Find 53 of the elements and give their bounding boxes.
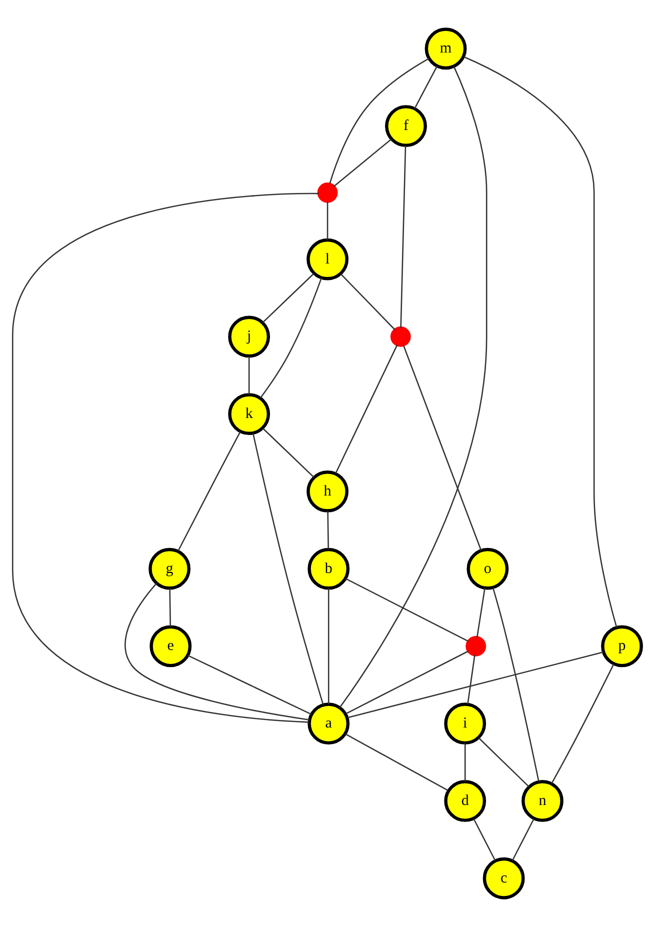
connector xyxy=(345,650,469,714)
node-circle: g xyxy=(148,548,190,590)
connector xyxy=(464,743,466,782)
connector xyxy=(12,192,319,723)
node-circle: c xyxy=(482,857,525,900)
connector xyxy=(327,511,329,550)
connector xyxy=(339,66,488,708)
node-circle: f xyxy=(385,105,427,147)
connector xyxy=(414,66,438,109)
connector xyxy=(467,654,476,704)
connector xyxy=(260,278,322,398)
connector xyxy=(178,431,241,552)
connector xyxy=(340,273,396,330)
node-circle: a xyxy=(308,702,350,745)
connector xyxy=(326,202,328,240)
connector xyxy=(347,651,604,718)
connector xyxy=(169,588,171,627)
connector xyxy=(328,588,330,704)
node-circle: e xyxy=(150,625,192,668)
connector xyxy=(463,56,618,628)
connector xyxy=(400,146,406,328)
connector xyxy=(402,344,482,551)
connector xyxy=(334,138,392,187)
node-circle: p xyxy=(601,625,643,668)
connector xyxy=(476,588,486,638)
connector xyxy=(478,737,530,788)
node-circle: l xyxy=(306,238,348,280)
node-circle: m xyxy=(424,28,467,70)
connector xyxy=(262,428,314,478)
node-circle xyxy=(317,182,338,203)
connector xyxy=(512,818,534,861)
node-circle: o xyxy=(466,548,509,590)
node-circle xyxy=(466,636,486,656)
node-circle xyxy=(390,326,411,347)
connector xyxy=(252,433,324,705)
connector xyxy=(551,664,614,784)
connector xyxy=(345,733,449,792)
node-circle: b xyxy=(308,548,350,590)
connector xyxy=(124,582,310,721)
node-circle: j xyxy=(228,316,270,358)
connector xyxy=(492,588,540,782)
node-circle: i xyxy=(444,702,486,745)
node-circle: k xyxy=(228,393,270,436)
connector xyxy=(473,818,496,861)
connector xyxy=(329,58,430,184)
connector xyxy=(345,578,469,642)
node-circle: h xyxy=(306,470,348,512)
connector xyxy=(188,654,312,715)
node-circle: d xyxy=(444,780,486,822)
node-circle: n xyxy=(522,780,564,822)
connector xyxy=(335,344,398,474)
connector xyxy=(248,356,250,395)
connector xyxy=(262,273,314,324)
